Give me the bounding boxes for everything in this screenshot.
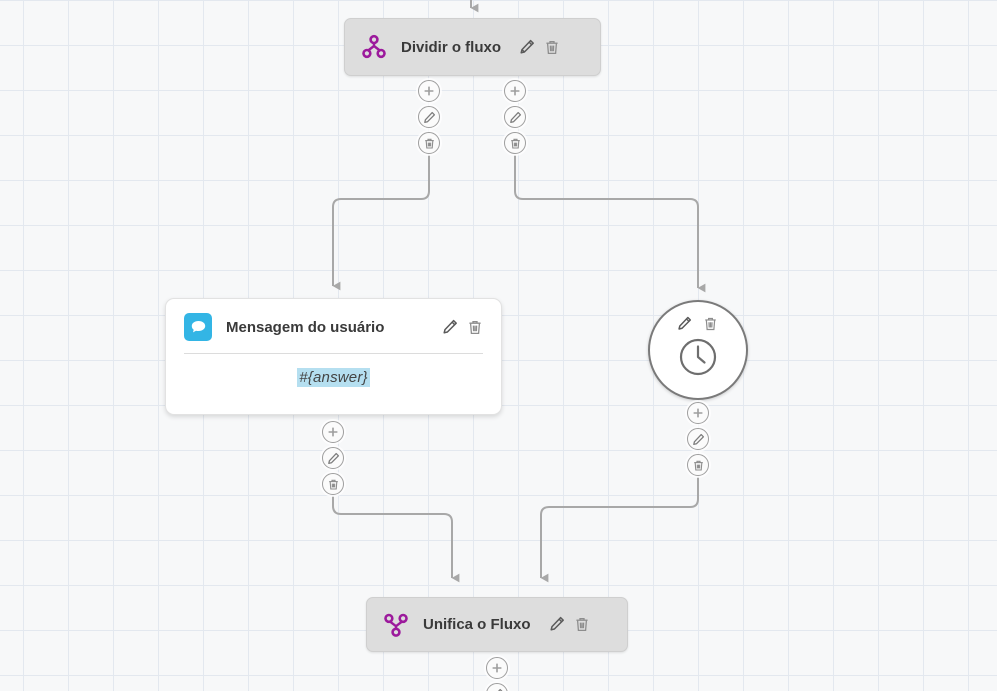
node-message-tools: [442, 319, 483, 336]
connector-edit-pencil-icon[interactable]: [418, 106, 440, 128]
message-variable-token[interactable]: #{answer}: [297, 368, 370, 387]
connector-delete-trash-icon[interactable]: [322, 473, 344, 495]
connector-message-out[interactable]: [322, 421, 344, 495]
connector-add-icon[interactable]: [504, 80, 526, 102]
delete-trash-icon[interactable]: [544, 39, 560, 56]
edge-split-left-to-message: [332, 155, 430, 291]
connector-delay-out[interactable]: [687, 402, 709, 476]
edit-pencil-icon[interactable]: [549, 616, 565, 633]
edit-pencil-icon[interactable]: [519, 39, 535, 56]
delete-trash-icon[interactable]: [467, 319, 483, 336]
node-message-header: Mensagem do usuário: [166, 299, 501, 353]
node-split-title: Dividir o fluxo: [401, 38, 502, 56]
connector-add-icon[interactable]: [322, 421, 344, 443]
connector-delete-trash-icon[interactable]: [504, 132, 526, 154]
connector-edit-pencil-icon[interactable]: [504, 106, 526, 128]
connector-merge-out[interactable]: [486, 657, 508, 691]
node-split-flow[interactable]: Dividir o fluxo: [344, 18, 601, 76]
connector-delete-trash-icon[interactable]: [418, 132, 440, 154]
node-merge-tools: [549, 616, 590, 633]
node-merge-flow[interactable]: Unifica o Fluxo: [366, 597, 628, 652]
node-merge-title: Unifica o Fluxo: [423, 616, 531, 633]
connector-edit-pencil-icon[interactable]: [687, 428, 709, 450]
delete-trash-icon[interactable]: [703, 316, 719, 333]
edit-pencil-icon[interactable]: [442, 319, 458, 336]
node-user-message[interactable]: Mensagem do usuário: [165, 298, 502, 415]
node-delay-tools: [677, 316, 719, 333]
edge-message-to-merge: [332, 496, 460, 583]
node-message-divider: [184, 353, 483, 354]
node-message-body: #{answer}: [166, 354, 501, 405]
clock-icon: [677, 336, 719, 383]
connector-split-out-right[interactable]: [504, 80, 526, 154]
node-split-tools: [519, 39, 560, 56]
connector-add-icon[interactable]: [418, 80, 440, 102]
connector-edit-pencil-icon[interactable]: [486, 683, 508, 691]
node-delay[interactable]: [648, 300, 748, 400]
connector-edit-pencil-icon[interactable]: [322, 447, 344, 469]
edit-pencil-icon[interactable]: [677, 316, 693, 333]
chat-bubble-icon: [184, 313, 212, 341]
split-flow-icon: [361, 34, 387, 60]
connector-delete-trash-icon[interactable]: [687, 454, 709, 476]
edge-delay-to-merge: [540, 477, 699, 583]
connector-add-icon[interactable]: [486, 657, 508, 679]
merge-flow-icon: [383, 612, 409, 638]
node-message-title: Mensagem do usuário: [226, 318, 385, 336]
connector-add-icon[interactable]: [687, 402, 709, 424]
edge-split-right-to-delay: [514, 155, 706, 293]
delete-trash-icon[interactable]: [574, 616, 590, 633]
connector-split-out-left[interactable]: [418, 80, 440, 154]
